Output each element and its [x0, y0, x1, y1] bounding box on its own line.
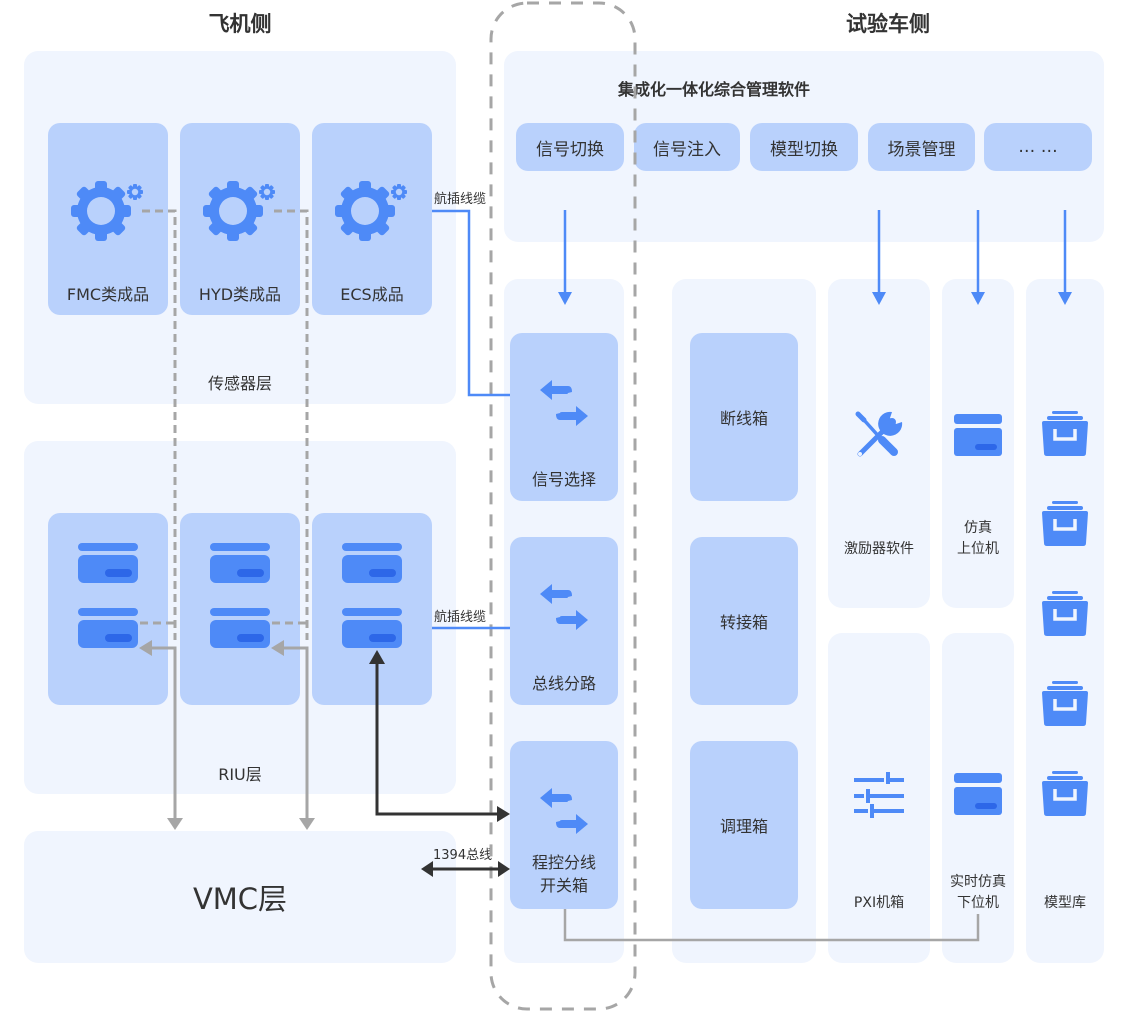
module-scene-mgmt[interactable]: 场景管理 [868, 123, 975, 171]
test-vehicle-side-title: 试验车侧 [846, 12, 930, 36]
swap-arrows-icon [540, 584, 588, 630]
sensor-label-ecs: ECS成品 [340, 285, 404, 304]
riu-layer-label: RIU层 [218, 765, 262, 784]
module-model-switch[interactable]: 模型切换 [750, 123, 858, 171]
swap-arrows-icon [540, 788, 588, 834]
pxi-label: PXI机箱 [853, 895, 905, 911]
bus-split-label: 总线分路 [531, 674, 596, 693]
sensor-label-hyd: HYD类成品 [198, 285, 282, 304]
file-cabinet-icon [1042, 501, 1088, 546]
archive-box-icon [954, 414, 1002, 456]
breakout-box-card[interactable]: 断线箱 [690, 333, 798, 501]
file-cabinet-icon [1042, 771, 1088, 816]
file-cabinet-icon [1042, 591, 1088, 636]
gears-icon [335, 181, 407, 241]
module-more[interactable]: … … [984, 123, 1092, 171]
tools-icon [855, 411, 903, 457]
model-lib-label: 模型库 [1044, 895, 1086, 911]
aircraft-side-title: 飞机侧 [208, 12, 272, 36]
server-icon [342, 543, 402, 648]
software-title: 集成化一体化综合管理软件 [617, 80, 810, 99]
signal-select-label: 信号选择 [531, 470, 596, 489]
module-signal-inject[interactable]: 信号注入 [634, 123, 740, 171]
sensor-layer-label: 传感器层 [207, 374, 272, 393]
switch-box-label: 程控分线 开关箱 [531, 853, 596, 895]
vmc-layer-label: VMC层 [192, 882, 288, 916]
module-signal-switch[interactable]: 信号切换 [516, 123, 624, 171]
server-icon [210, 543, 270, 648]
gears-icon [71, 181, 143, 241]
cable-label-1: 航插线缆 [434, 192, 487, 207]
sensor-label-fmc: FMC类成品 [66, 285, 150, 304]
cable-label-2: 航插线缆 [434, 610, 487, 625]
sliders-icon [854, 772, 904, 818]
rt-sim-label: 实时仿真 下位机 [950, 874, 1006, 911]
stimulator-panel [828, 279, 930, 608]
file-cabinet-icon [1042, 411, 1088, 456]
stimulator-label: 激励器软件 [844, 541, 914, 557]
bus-label: 1394总线 [433, 848, 493, 863]
archive-box-icon [954, 773, 1002, 815]
server-icon [78, 543, 138, 648]
file-cabinet-icon [1042, 681, 1088, 726]
sim-host-label: 仿真 上位机 [957, 520, 999, 557]
breakout-box-label: 断线箱 [719, 409, 768, 428]
gears-icon [203, 181, 275, 241]
adapter-box-label: 转接箱 [719, 613, 768, 632]
swap-arrows-icon [540, 380, 588, 426]
adapter-box-card[interactable]: 转接箱 [690, 537, 798, 705]
vmc-layer-panel [24, 831, 456, 963]
conditioning-box-card[interactable]: 调理箱 [690, 741, 798, 909]
conditioning-box-label: 调理箱 [719, 817, 768, 836]
